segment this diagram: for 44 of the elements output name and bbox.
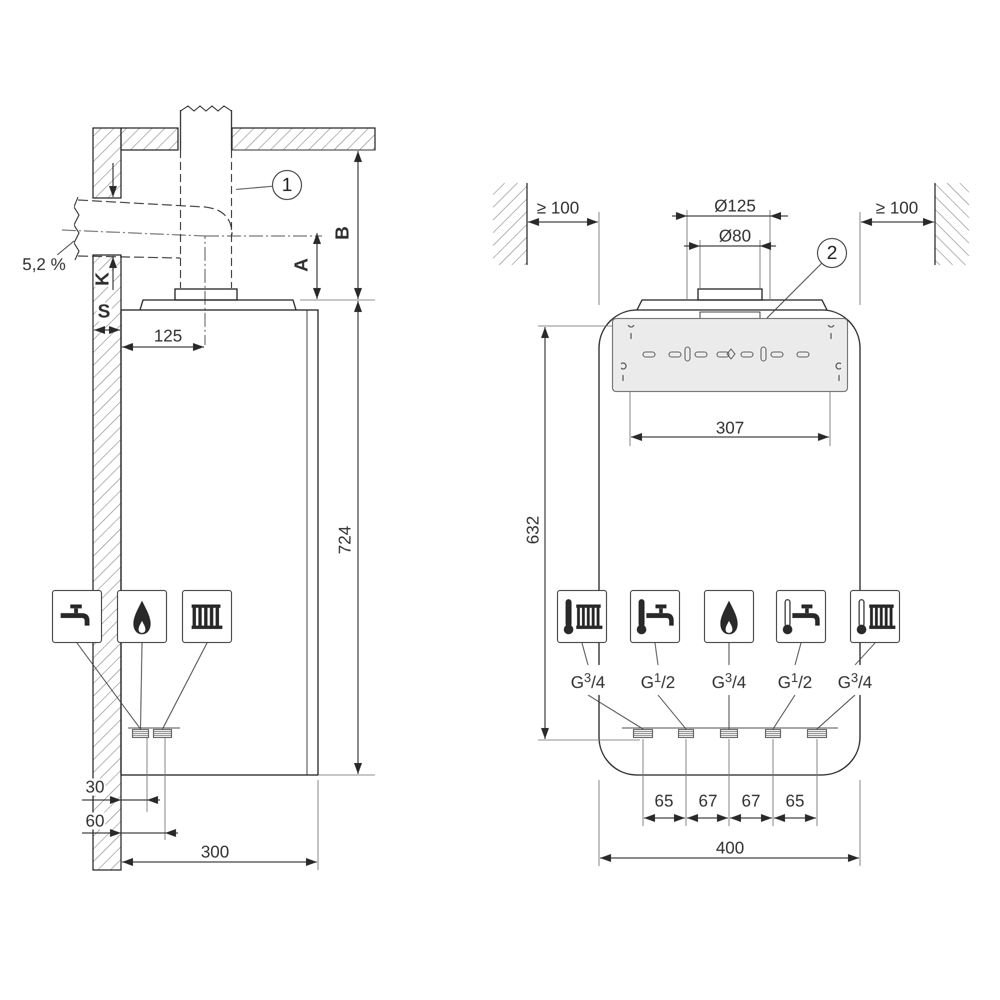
pipe-connection (720, 729, 738, 738)
leader-line (236, 186, 272, 190)
leader-line (76, 642, 141, 730)
callout-number: 2 (817, 238, 847, 268)
leader-line (854, 642, 876, 666)
leader-line (162, 642, 208, 730)
leader-line (766, 263, 822, 318)
leader-line (816, 694, 856, 730)
dimension-value: ≥ 100 (874, 200, 920, 216)
leader-line (728, 694, 730, 730)
dimension-value: 632 (524, 514, 542, 546)
dimension-value: Ø80 (718, 228, 752, 244)
leader-line (588, 694, 644, 730)
dimension-letter: S (96, 302, 112, 322)
leader-line (772, 694, 796, 730)
dimension-value: 67 (698, 792, 718, 810)
dimension-value: Ø125 (713, 198, 757, 214)
dimension-value: 400 (714, 840, 746, 856)
leader-line (56, 240, 74, 256)
dimension-value: 60 (84, 812, 106, 830)
mounting-bracket (612, 318, 848, 392)
callout-number: 1 (272, 170, 302, 200)
pipe-connection (132, 729, 149, 738)
leader-line (658, 694, 686, 730)
leader-line (582, 642, 588, 666)
pipe-connection (678, 729, 694, 738)
dimension-letter: K (94, 271, 112, 287)
pipe-connection (633, 729, 653, 738)
leader-line (794, 642, 802, 666)
leader-line (654, 642, 658, 666)
dimension-value: 30 (84, 778, 106, 796)
dimension-value: 125 (152, 328, 184, 344)
dimension-value: 307 (714, 420, 746, 436)
dimension-value: 67 (740, 792, 762, 810)
dimension-value: 300 (200, 844, 230, 860)
leader-line (728, 642, 730, 666)
pipe-connection (153, 729, 172, 738)
pipe-connection (765, 729, 781, 738)
pipe-connection (807, 729, 827, 738)
leader-line (140, 642, 142, 730)
dimension-value: 65 (784, 792, 806, 810)
dimension-value: ≥ 100 (536, 200, 580, 216)
dimension-value: 724 (336, 524, 354, 556)
dimension-value: 65 (654, 792, 674, 810)
